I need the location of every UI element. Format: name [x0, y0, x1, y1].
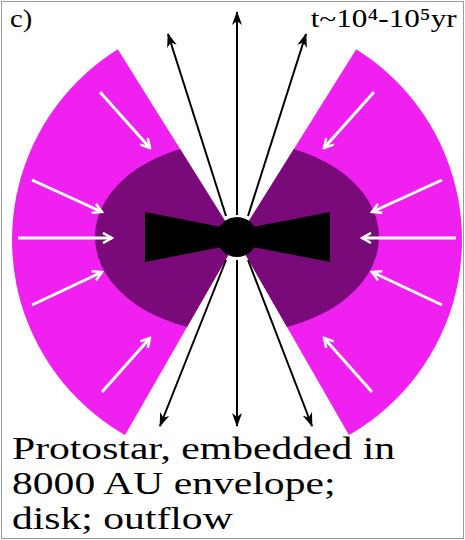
infall-arrow	[18, 237, 112, 240]
protostar	[217, 217, 257, 257]
infall-arrow	[324, 338, 372, 392]
infall-arrow	[102, 338, 150, 392]
infall-arrow	[32, 180, 102, 212]
infall-arrow	[100, 92, 150, 148]
caption-text: Protostar, embedded in 8000 AU envelope;…	[12, 431, 413, 536]
outflow-arrow	[160, 260, 226, 426]
outflow-arrows	[160, 12, 312, 426]
infall-arrow	[362, 237, 456, 240]
infall-arrow	[372, 180, 442, 212]
outflow-arrow	[236, 260, 238, 426]
panel-letter: c)	[10, 4, 32, 34]
infall-arrow	[32, 272, 102, 305]
outflow-arrow	[168, 34, 226, 216]
infall-arrow	[372, 272, 442, 305]
outflow-arrow	[248, 34, 306, 216]
time-label: t~10⁴-10⁵yr	[311, 4, 457, 34]
infall-arrow	[324, 92, 374, 148]
outflow-arrow	[248, 260, 312, 426]
outflow-arrow	[236, 12, 238, 215]
disk	[145, 212, 330, 262]
